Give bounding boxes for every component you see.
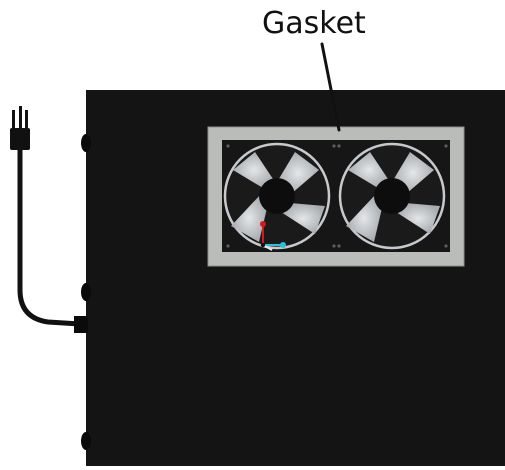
fan-right <box>338 142 446 250</box>
axis-triad-icon <box>260 221 286 251</box>
fan-left <box>223 142 331 250</box>
cord-strain-relief <box>74 316 88 333</box>
plug-icon <box>10 106 30 150</box>
callout-label-gasket: Gasket <box>262 6 366 41</box>
fan-left-blades <box>231 152 325 242</box>
fan-screws <box>226 144 448 248</box>
fan-right-hub <box>374 178 410 214</box>
power-cord <box>17 143 83 327</box>
enclosure-foot-mid <box>81 283 91 301</box>
enclosure-foot-top <box>81 134 91 152</box>
callout-leader-line <box>320 42 341 132</box>
fan-left-hub <box>259 178 295 214</box>
enclosure-foot-bottom <box>81 432 91 450</box>
power-cord-icon <box>10 106 88 333</box>
